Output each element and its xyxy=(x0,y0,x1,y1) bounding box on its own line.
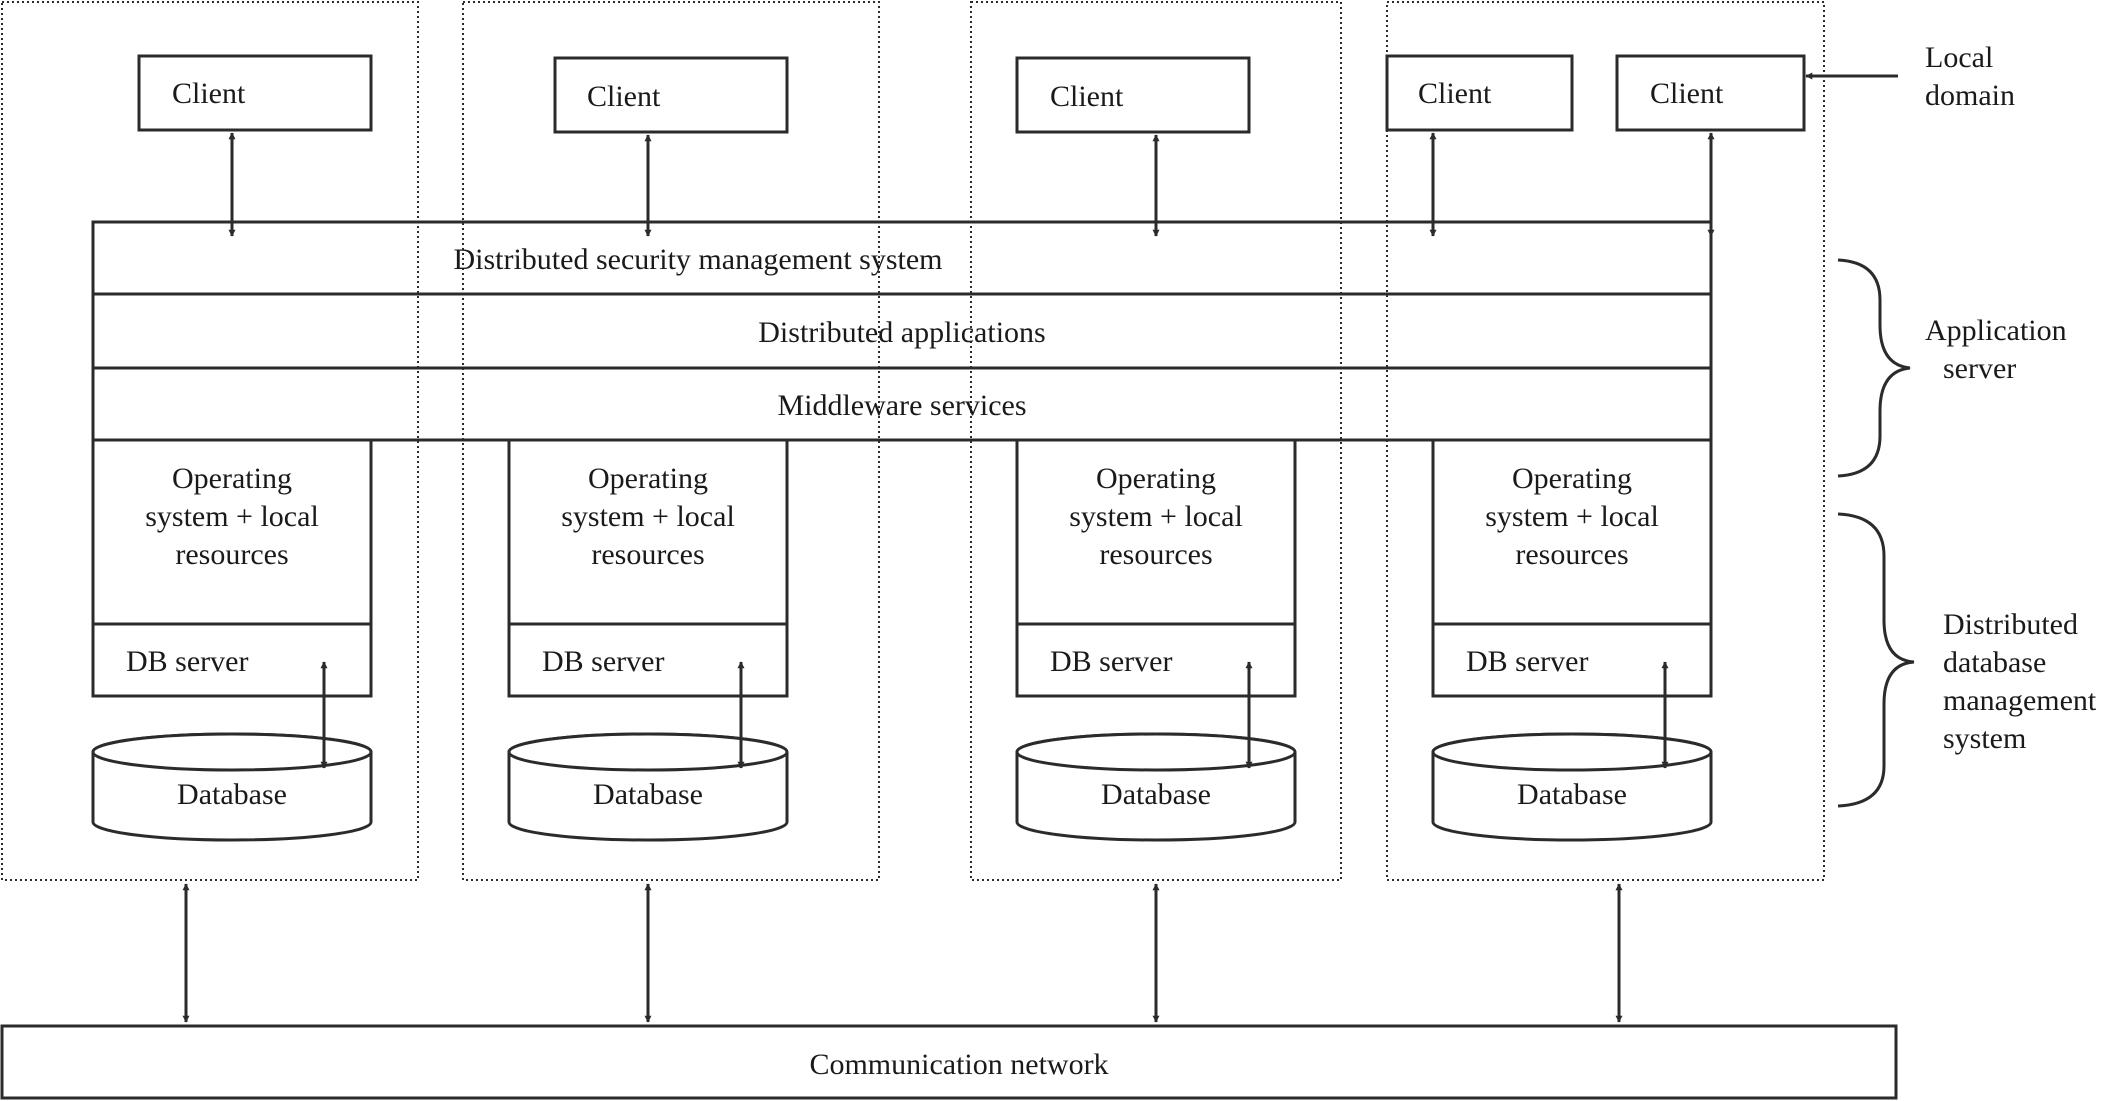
ddbms-label-line1: Distributed xyxy=(1943,608,2078,641)
application-server-label-line2: server xyxy=(1943,352,2016,385)
database-cylinder-1: Database xyxy=(91,732,373,842)
security-label: Distributed security management system xyxy=(453,243,942,276)
os-label-line2: system + local xyxy=(1485,500,1659,533)
node-stack-3: Operating system + local resources DB se… xyxy=(1015,438,1297,698)
os-label-line1: Operating xyxy=(1096,462,1216,495)
db-server-label: DB server xyxy=(1466,645,1588,678)
application-server-brace xyxy=(1837,258,1911,478)
ddbms-label-line2: database xyxy=(1943,646,2046,679)
os-label-line2: system + local xyxy=(561,500,735,533)
node-stack-2: Operating system + local resources DB se… xyxy=(507,438,789,698)
client-label: Client xyxy=(1050,80,1124,113)
ddbms-label-line3: management xyxy=(1943,684,2097,717)
middleware-layer: Middleware services xyxy=(91,366,1713,442)
local-domain-label-line1: Local xyxy=(1925,41,1993,74)
os-label-line3: resources xyxy=(591,538,704,571)
os-label-line1: Operating xyxy=(588,462,708,495)
db-server-label: DB server xyxy=(1050,645,1172,678)
database-label: Database xyxy=(1517,778,1627,811)
os-label-line2: system + local xyxy=(145,500,319,533)
os-label-line1: Operating xyxy=(1512,462,1632,495)
network-label: Communication network xyxy=(809,1048,1108,1081)
database-label: Database xyxy=(1101,778,1211,811)
client-box-3: Client xyxy=(1015,56,1251,134)
security-layer: Distributed security management system xyxy=(91,220,1713,296)
client-box-5: Client xyxy=(1615,54,1806,132)
database-cylinder-3: Database xyxy=(1015,732,1297,842)
applications-label: Distributed applications xyxy=(758,316,1045,349)
client-label: Client xyxy=(1650,77,1724,110)
node-stack-4: Operating system + local resources DB se… xyxy=(1431,438,1713,698)
communication-network-bar: Communication network xyxy=(0,1024,1898,1100)
client-box-4: Client xyxy=(1385,54,1574,132)
middleware-label: Middleware services xyxy=(777,389,1026,422)
local-domain-label-line2: domain xyxy=(1925,79,2015,112)
os-label-line3: resources xyxy=(1515,538,1628,571)
node-stack-1: Operating system + local resources DB se… xyxy=(91,438,373,698)
os-label-line3: resources xyxy=(175,538,288,571)
client-label: Client xyxy=(1418,77,1492,110)
client-label: Client xyxy=(172,77,246,110)
os-label-line2: system + local xyxy=(1069,500,1243,533)
database-cylinder-2: Database xyxy=(507,732,789,842)
db-server-label: DB server xyxy=(542,645,664,678)
os-label-line3: resources xyxy=(1099,538,1212,571)
ddbms-brace xyxy=(1837,512,1915,808)
client-box-2: Client xyxy=(553,56,789,134)
database-label: Database xyxy=(177,778,287,811)
client-box-1: Client xyxy=(137,54,373,132)
applications-layer: Distributed applications xyxy=(91,292,1713,370)
database-label: Database xyxy=(593,778,703,811)
client-label: Client xyxy=(587,80,661,113)
db-server-label: DB server xyxy=(126,645,248,678)
os-label-line1: Operating xyxy=(172,462,292,495)
ddbms-label-line4: system xyxy=(1943,722,2026,755)
application-server-label-line1: Application xyxy=(1925,314,2067,347)
database-cylinder-4: Database xyxy=(1431,732,1713,842)
